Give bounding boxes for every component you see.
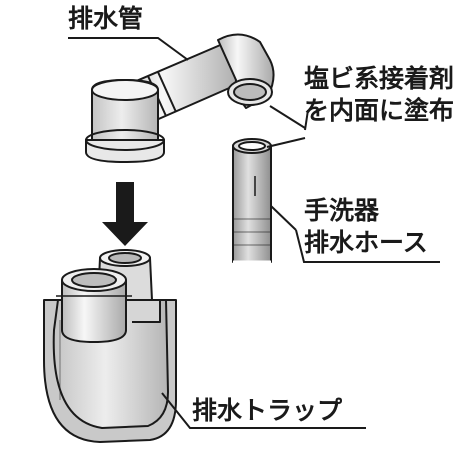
leader-lines xyxy=(68,37,440,429)
label-hose-line2: 排水ホース xyxy=(304,228,428,257)
label-adhesive-line1: 塩ビ系接着剤 xyxy=(304,64,455,93)
insert-arrow xyxy=(102,182,148,246)
label-drain-trap: 排水トラップ xyxy=(192,396,343,425)
label-drain-pipe: 排水管 xyxy=(68,4,144,33)
drain-pipe-drawing xyxy=(85,33,275,163)
drain-hose-drawing xyxy=(232,138,272,264)
label-adhesive-line2: を内面に塗布 xyxy=(304,96,455,125)
drain-trap-drawing xyxy=(43,249,177,443)
label-hose-line1: 手洗器 xyxy=(304,196,380,225)
